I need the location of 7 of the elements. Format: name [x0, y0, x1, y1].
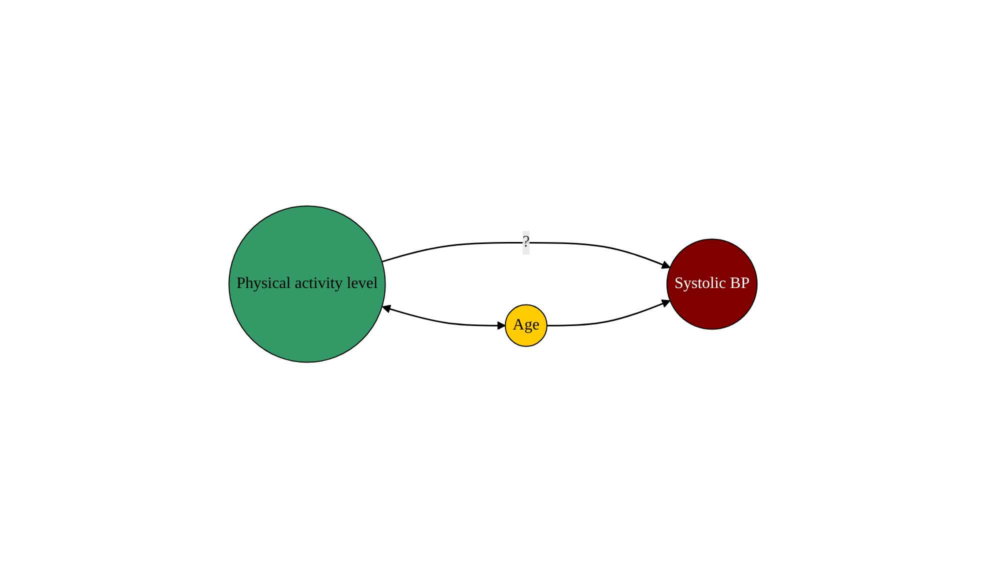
node-circle: Physical activity level	[228, 206, 386, 364]
arrow	[546, 300, 670, 327]
node-circle: Systolic BP	[666, 238, 758, 330]
arrow	[382, 242, 670, 270]
edge-label: ?	[522, 234, 530, 252]
arrow	[382, 305, 506, 330]
node-circle: Age	[504, 304, 548, 348]
